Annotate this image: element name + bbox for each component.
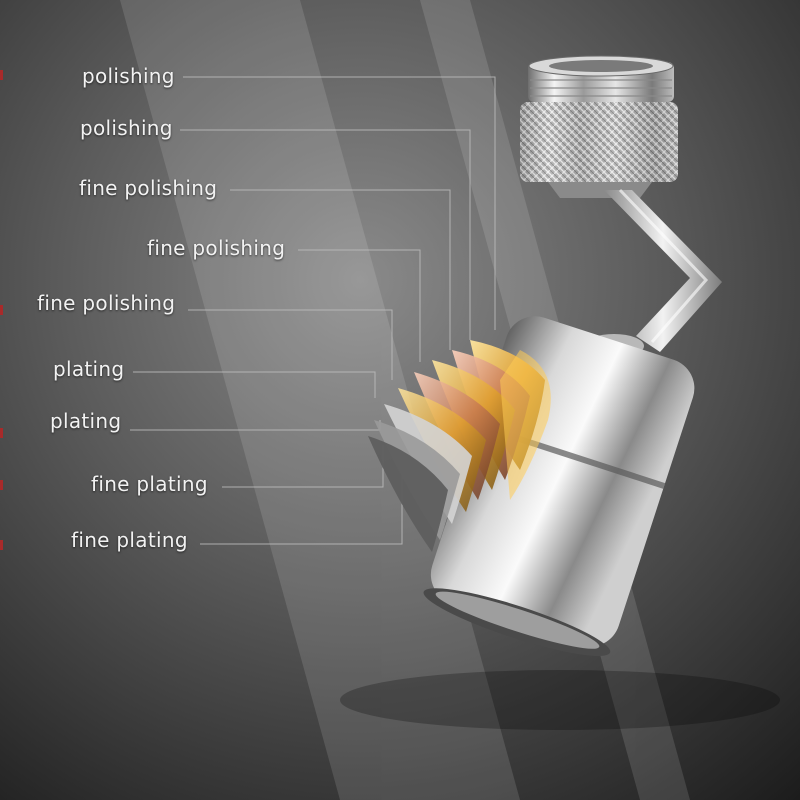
cutaway-layers <box>368 340 551 552</box>
process-label: plating <box>50 409 122 433</box>
process-label: plating <box>53 357 125 381</box>
edge-mark <box>0 70 3 80</box>
aerator-cap <box>520 55 678 198</box>
process-label: fine polishing <box>79 176 218 200</box>
process-label: polishing <box>80 116 173 140</box>
edge-mark <box>0 480 3 490</box>
process-label: fine polishing <box>147 236 286 260</box>
edge-mark <box>0 540 3 550</box>
edge-mark <box>0 428 3 438</box>
edge-mark <box>0 305 3 315</box>
process-label: fine plating <box>71 528 188 552</box>
process-label: fine plating <box>91 472 208 496</box>
process-label: polishing <box>82 64 175 88</box>
process-label: fine polishing <box>37 291 176 315</box>
